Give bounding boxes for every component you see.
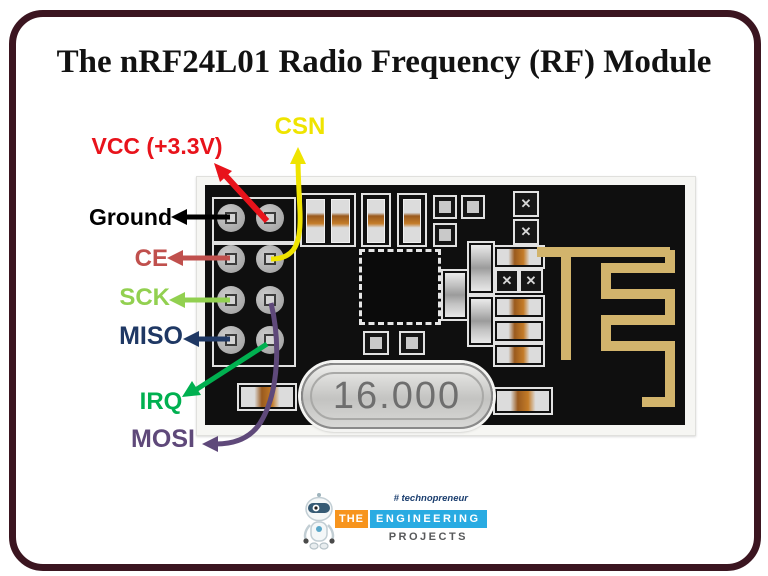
smd-resistor <box>493 319 545 343</box>
smd-capacitor <box>306 199 325 243</box>
smd-resistor <box>237 383 297 411</box>
pin-8-irq <box>256 326 284 354</box>
smd-capacitor-box <box>397 193 427 247</box>
pcb-photo-background: ✕ ✕ ✕ ✕ 16.000 <box>196 176 696 436</box>
pin-6-mosi <box>256 286 284 314</box>
label-mosi: MOSI <box>131 425 195 453</box>
logo-wordmark: THE ENGINEERING <box>335 510 487 528</box>
smd-capacitor <box>441 269 469 321</box>
smd-capacitor <box>331 199 350 243</box>
smd-pad-x: ✕ <box>519 269 543 293</box>
label-irq: IRQ <box>139 388 183 415</box>
smd-capacitor <box>403 199 421 243</box>
label-ground: Ground <box>88 204 172 230</box>
smd-pad-x: ✕ <box>495 269 519 293</box>
logo-hashtag: # technopreneur <box>393 493 468 504</box>
smd-pad <box>461 195 485 219</box>
crystal-oscillator: 16.000 <box>301 363 493 429</box>
logo-engineering: ENGINEERING <box>370 510 487 528</box>
pin-2-vcc <box>256 204 284 232</box>
smd-capacitor-box <box>361 193 391 247</box>
smd-capacitor <box>467 241 495 295</box>
page-title: The nRF24L01 Radio Frequency (RF) Module <box>56 44 712 80</box>
smd-resistor <box>493 387 553 415</box>
pcb-board: ✕ ✕ ✕ ✕ 16.000 <box>205 185 685 429</box>
smd-pad <box>433 223 457 247</box>
pin-3-ce <box>217 245 245 273</box>
smd-pad <box>363 331 389 355</box>
crystal-frequency: 16.000 <box>332 374 462 417</box>
pin-7-miso <box>217 326 245 354</box>
smd-resistor <box>493 245 545 269</box>
label-sck: SCK <box>119 284 170 311</box>
logo-projects: PROJECTS <box>388 531 468 543</box>
smd-pad <box>399 331 425 355</box>
crystal-bezel <box>310 372 484 420</box>
smd-pad-x: ✕ <box>513 219 539 245</box>
nrf24l01-chip <box>359 249 441 325</box>
label-ce: CE <box>134 245 168 272</box>
brand-logo: # technopreneur THE ENGINEERING PROJECTS <box>300 488 487 556</box>
smd-pad-x: ✕ <box>513 191 539 217</box>
pin-1-gnd <box>217 204 245 232</box>
smd-capacitor <box>367 199 385 243</box>
smd-capacitor <box>467 295 495 347</box>
robot-mascot-icon <box>303 493 335 550</box>
label-csn: CSN <box>274 113 326 140</box>
logo-the: THE <box>335 510 368 528</box>
smd-resistor <box>493 343 545 367</box>
smd-pad <box>433 195 457 219</box>
pin-4-csn <box>256 245 284 273</box>
smd-resistor <box>493 295 545 319</box>
label-miso: MISO <box>119 322 183 350</box>
pin-5-sck <box>217 286 245 314</box>
label-vcc: VCC (+3.3V) <box>91 133 223 159</box>
smd-capacitor-pair <box>300 193 356 247</box>
